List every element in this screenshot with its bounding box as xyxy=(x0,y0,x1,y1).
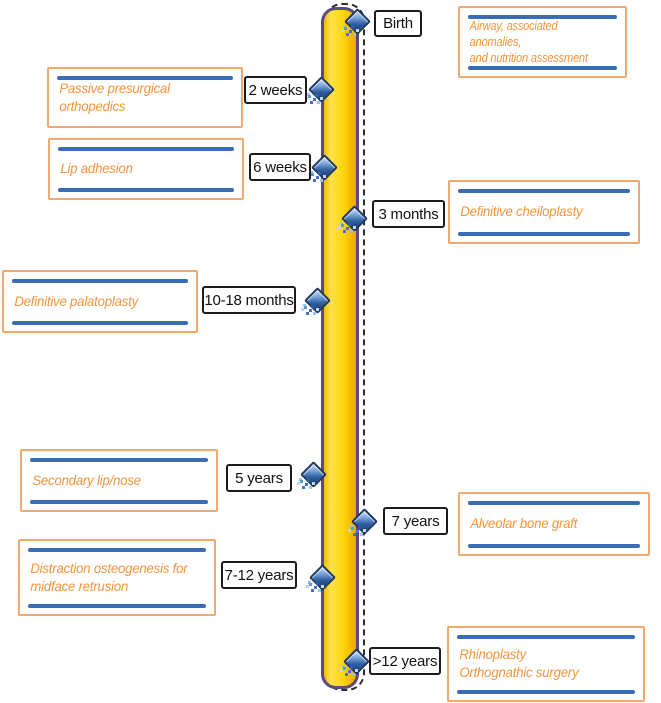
milestone-label-2-weeks: 2 weeks xyxy=(244,76,307,104)
milestone-label-10-18-months: 10-18 months xyxy=(202,286,296,314)
accent-line-bottom xyxy=(458,232,630,236)
procedure-text: Secondary lip/nose xyxy=(32,471,141,488)
label-text: 6 weeks xyxy=(253,158,307,176)
accent-line-top xyxy=(468,501,640,505)
accent-line-bottom xyxy=(468,544,640,548)
sparkle-decoration xyxy=(351,527,354,530)
milestone-label-5-years: 5 years xyxy=(226,464,292,492)
sparkle-decoration xyxy=(344,27,347,30)
sparkle-decoration xyxy=(304,306,307,309)
procedure-box-passive-presurgical-orthopedics: Passive presurgical orthopedics xyxy=(47,67,243,128)
sparkle-decoration xyxy=(343,667,346,670)
procedure-text: Lip adhesion xyxy=(60,160,133,177)
procedure-box-airway-assessment: Airway, associated anomalies, and nutrit… xyxy=(458,6,627,78)
sparkle-decoration xyxy=(311,173,314,176)
sparkle-decoration xyxy=(308,95,311,98)
milestone-label-6-weeks: 6 weeks xyxy=(249,153,311,181)
accent-line-bottom xyxy=(58,188,234,192)
label-text: 5 years xyxy=(235,469,283,487)
procedure-box-lip-adhesion: Lip adhesion xyxy=(48,138,244,200)
milestone-label-birth: Birth xyxy=(374,10,422,37)
accent-line-bottom xyxy=(12,321,188,325)
label-text: >12 years xyxy=(372,652,438,670)
label-text: Birth xyxy=(383,15,413,32)
procedure-text: Alveolar bone graft xyxy=(470,515,578,532)
procedure-box-rhinoplasty-orthognathic: Rhinoplasty Orthognathic surgery xyxy=(447,626,645,702)
sparkle-decoration xyxy=(309,583,312,586)
label-text: 10-18 months xyxy=(204,291,294,309)
accent-line-bottom xyxy=(28,604,206,608)
sparkle-decoration xyxy=(341,224,344,227)
procedure-text: Airway, associated anomalies, and nutrit… xyxy=(469,19,588,65)
procedure-box-distraction-osteogenesis: Distraction osteogenesis for midface ret… xyxy=(18,539,216,616)
label-text: 3 months xyxy=(378,205,439,223)
label-text: 7-12 years xyxy=(224,566,294,584)
accent-line-top xyxy=(57,76,233,80)
procedure-box-secondary-lip-nose: Secondary lip/nose xyxy=(20,449,218,512)
procedure-box-definitive-cheiloplasty: Definitive cheiloplasty xyxy=(448,180,640,244)
procedure-box-alveolar-bone-graft: Alveolar bone graft xyxy=(458,492,650,556)
accent-line-top xyxy=(457,635,635,639)
accent-line-top xyxy=(458,189,630,193)
accent-line-top xyxy=(30,458,208,462)
milestone-label-gt-12-years: >12 years xyxy=(369,647,441,675)
accent-line-bottom xyxy=(30,500,208,504)
accent-line-bottom xyxy=(468,66,617,70)
label-text: 7 years xyxy=(391,512,440,530)
milestone-label-7-12-years: 7-12 years xyxy=(221,561,297,589)
accent-line-top xyxy=(12,279,188,283)
procedure-box-definitive-palatoplasty: Definitive palatoplasty xyxy=(2,270,198,333)
accent-line-top xyxy=(58,147,234,151)
milestone-label-3-months: 3 months xyxy=(372,200,445,228)
milestone-label-7-years: 7 years xyxy=(383,507,448,535)
accent-line-bottom xyxy=(457,690,635,694)
procedure-text: Definitive palatoplasty xyxy=(14,292,139,309)
procedure-text: Definitive cheiloplasty xyxy=(460,203,583,220)
procedure-text: Rhinoplasty Orthognathic surgery xyxy=(459,646,579,680)
accent-line-top xyxy=(468,15,617,19)
procedure-text: Passive presurgical orthopedics xyxy=(59,79,170,114)
label-text: 2 weeks xyxy=(248,81,303,99)
accent-line-top xyxy=(28,548,206,552)
procedure-text: Distraction osteogenesis for midface ret… xyxy=(30,559,188,594)
sparkle-decoration xyxy=(300,480,303,483)
